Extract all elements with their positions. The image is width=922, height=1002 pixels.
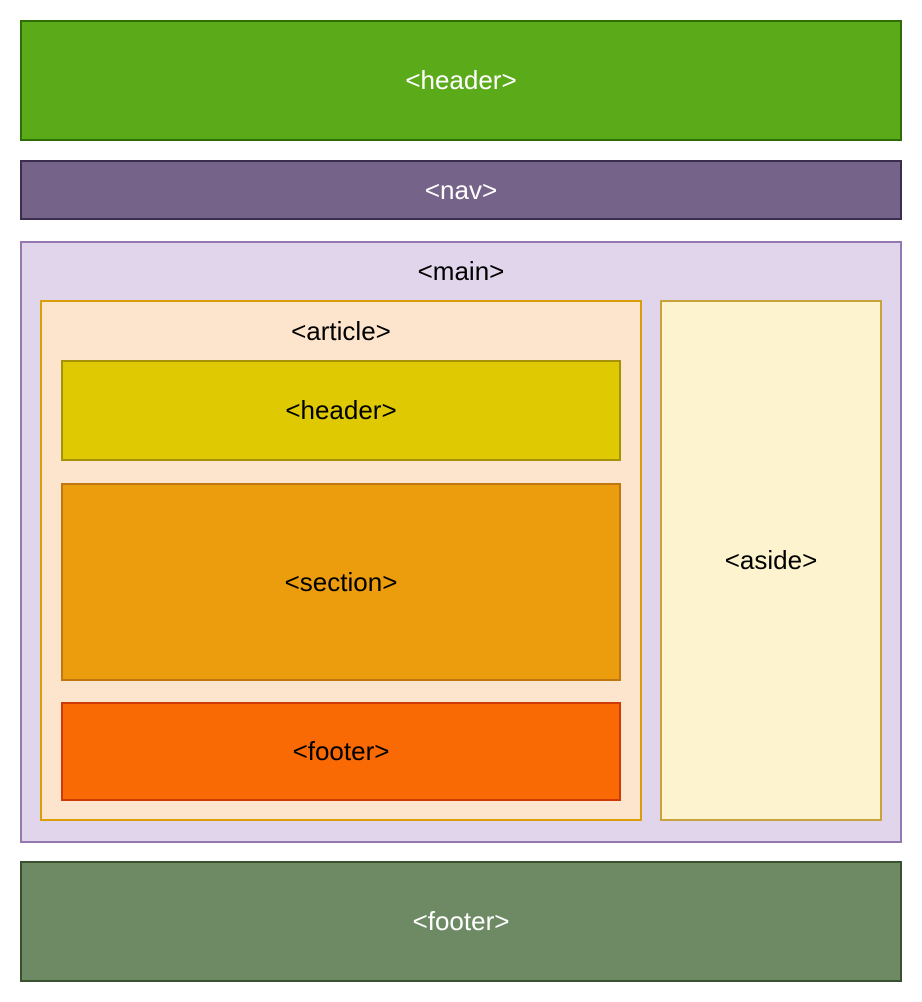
article-label-row: <article>: [61, 302, 621, 360]
main-label: <main>: [417, 256, 505, 286]
article-header-block: <header>: [61, 360, 621, 461]
article-header-label: <header>: [285, 395, 397, 425]
aside-label: <aside>: [724, 545, 818, 575]
page-header-block: <header>: [20, 20, 902, 141]
nav-block: <nav>: [20, 160, 902, 220]
article-section-label: <section>: [284, 566, 398, 597]
article-label: <article>: [291, 315, 391, 346]
page-header-label: <header>: [405, 65, 517, 95]
article-block: <article> <header> <section> <footer>: [40, 300, 642, 821]
main-content: <article> <header> <section> <footer> <a…: [40, 300, 882, 821]
page-footer-block: <footer>: [20, 861, 902, 982]
article-footer-label: <footer>: [292, 736, 390, 766]
main-block: <main> <article> <header> <section> <foo…: [20, 241, 902, 843]
article-section-block: <section>: [61, 483, 621, 681]
aside-block: <aside>: [660, 300, 882, 821]
main-label-row: <main>: [40, 243, 882, 300]
page-footer-label: <footer>: [412, 906, 510, 936]
article-footer-block: <footer>: [61, 702, 621, 801]
nav-label: <nav>: [424, 174, 498, 205]
